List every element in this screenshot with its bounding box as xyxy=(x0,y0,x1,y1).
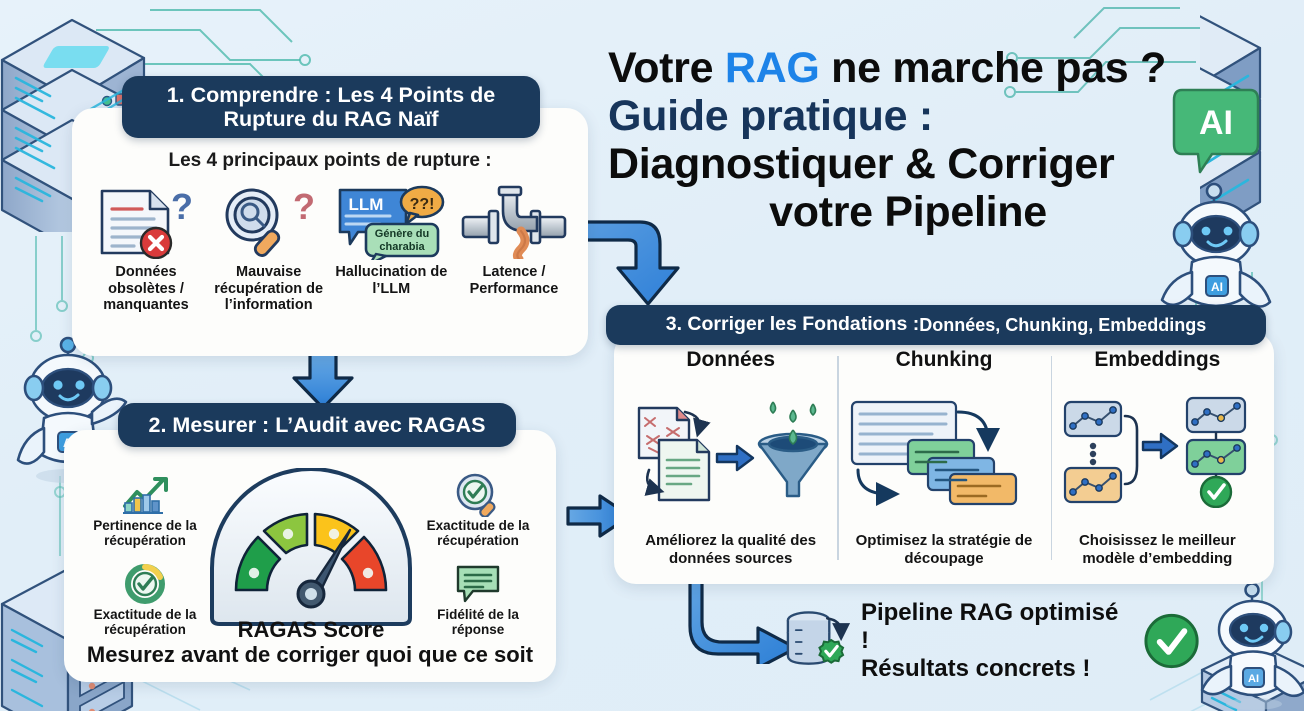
arrow-card3-to-result xyxy=(688,580,798,664)
breakpoint-label-3: Hallucination de l’LLM xyxy=(335,264,448,297)
document-error-icon: ? xyxy=(94,184,198,260)
metric-item-relevance: Pertinence de la récupération xyxy=(80,474,210,549)
card2-badge: 2. Mesurer : L’Audit avec RAGAS xyxy=(118,403,516,447)
speech-lines-icon xyxy=(453,563,503,605)
headline-line-2: Guide pratique : xyxy=(608,92,933,141)
headline-line-4: votre Pipeline xyxy=(769,188,1047,237)
breakpoint-label-4: Latence / Performance xyxy=(469,264,559,297)
svg-text:??!: ??! xyxy=(410,196,435,213)
svg-text:charabia: charabia xyxy=(380,241,426,253)
green-check-circle-icon xyxy=(1144,613,1199,669)
leaking-pipe-icon xyxy=(459,184,569,260)
breakpoint-label-1: Données obsolètes / manquantes xyxy=(103,264,189,314)
embedding-vectors-icon xyxy=(1059,372,1255,532)
foundation-heading-embeddings: Embeddings xyxy=(1094,348,1221,371)
metric-item-faithfulness: Fidélité de la réponse xyxy=(410,563,546,638)
gauge-label: RAGAS Score xyxy=(237,617,385,642)
headline-line-3: Diagnostiquer & Corriger xyxy=(608,140,1115,189)
card2-footer: Mesurez avant de corriger quoi que ce so… xyxy=(86,642,534,668)
foundation-column-embeddings: Embeddings xyxy=(1050,346,1264,572)
card-2-measure: Pertinence de la récupération Exactitude… xyxy=(64,430,556,682)
check-circle-icon xyxy=(122,563,168,605)
foundation-heading-chunking: Chunking xyxy=(895,348,993,371)
robot-mascot-bottom-right: AI xyxy=(1200,582,1304,710)
card1-badge: 1. Comprendre : Les 4 Points de Rupture … xyxy=(122,76,540,138)
svg-text:AI: AI xyxy=(1248,673,1259,685)
headline-part-1: Votre xyxy=(608,44,725,92)
metric-label-accuracy-right: Exactitude de la récupération xyxy=(426,518,530,549)
metric-label-faithfulness: Fidélité de la réponse xyxy=(437,606,519,638)
card3-badge: 3. Corriger les Fondations : Données, Ch… xyxy=(606,305,1266,345)
metric-label-relevance: Pertinence de la récupération xyxy=(93,518,197,549)
trend-chart-icon xyxy=(117,474,173,516)
foundation-column-data: Données xyxy=(624,346,837,572)
card3-badge-rest: Données, Chunking, Embeddings xyxy=(919,314,1207,335)
headline-rag-highlight: RAG xyxy=(724,44,820,92)
headline-part-2: ne marche pas ? xyxy=(819,44,1167,92)
magnifier-question-icon: ? xyxy=(216,184,322,260)
chunked-cards-icon xyxy=(846,372,1042,532)
svg-text:Génère du: Génère du xyxy=(375,228,429,240)
llm-hallucination-icon: LLM ??! Génère du xyxy=(336,184,446,260)
metric-item-accuracy-right: Exactitude de la récupération xyxy=(410,473,546,549)
foundation-caption-chunking: Optimisez la stratégie de découpage xyxy=(855,532,1033,567)
metric-item-accuracy-left: Exactitude de la récupération xyxy=(80,563,210,638)
svg-text:?: ? xyxy=(171,186,193,227)
breakpoint-item-4: Latence / Performance xyxy=(454,184,574,314)
page-title: Votre RAG ne marche pas ? Guide pratique… xyxy=(608,44,1208,237)
result-line-1: Pipeline RAG optimisé ! xyxy=(860,598,1119,654)
llm-bubble-text: LLM xyxy=(349,195,384,214)
arrow-card1-to-headline xyxy=(568,220,680,306)
card-3-fix-foundations: Données xyxy=(614,332,1274,584)
svg-text:?: ? xyxy=(293,186,315,227)
database-gear-check-icon xyxy=(786,611,851,665)
ragas-gauge: RAGAS Score xyxy=(202,467,420,643)
card3-badge-strong: 3. Corriger les Fondations : xyxy=(665,313,920,336)
svg-text:AI: AI xyxy=(1211,280,1223,294)
card1-subtitle: Les 4 principaux points de rupture : xyxy=(168,150,492,171)
card-1-understand: Les 4 principaux points de rupture : xyxy=(72,108,588,356)
foundation-column-chunking: Chunking xyxy=(837,346,1050,572)
result-line-2: Résultats concrets ! xyxy=(860,655,1091,683)
documents-funnel-icon xyxy=(633,372,829,532)
breakpoint-item-1: ? Données obsolètes / manquantes xyxy=(86,184,206,314)
foundation-heading-data: Données xyxy=(686,348,775,371)
foundation-caption-embeddings: Choisissez le meilleur modèle d’embeddin… xyxy=(1078,532,1236,567)
breakpoint-item-2: ? Mauvaise récupération de l’information xyxy=(209,184,329,314)
breakpoint-label-2: Mauvaise récupération de l’information xyxy=(214,264,324,314)
breakpoint-item-3: LLM ??! Génère du xyxy=(331,184,451,314)
magnifier-check-icon xyxy=(454,473,502,517)
metric-label-accuracy-left: Exactitude de la récupération xyxy=(93,606,197,638)
robot-mascot-top-right: AI xyxy=(1160,182,1272,326)
result-strip: Pipeline RAG optimisé ! Résultats concre… xyxy=(782,599,1202,682)
foundation-caption-data: Améliorez la qualité des données sources xyxy=(645,532,817,567)
arrow-card1-to-card2 xyxy=(292,352,354,410)
